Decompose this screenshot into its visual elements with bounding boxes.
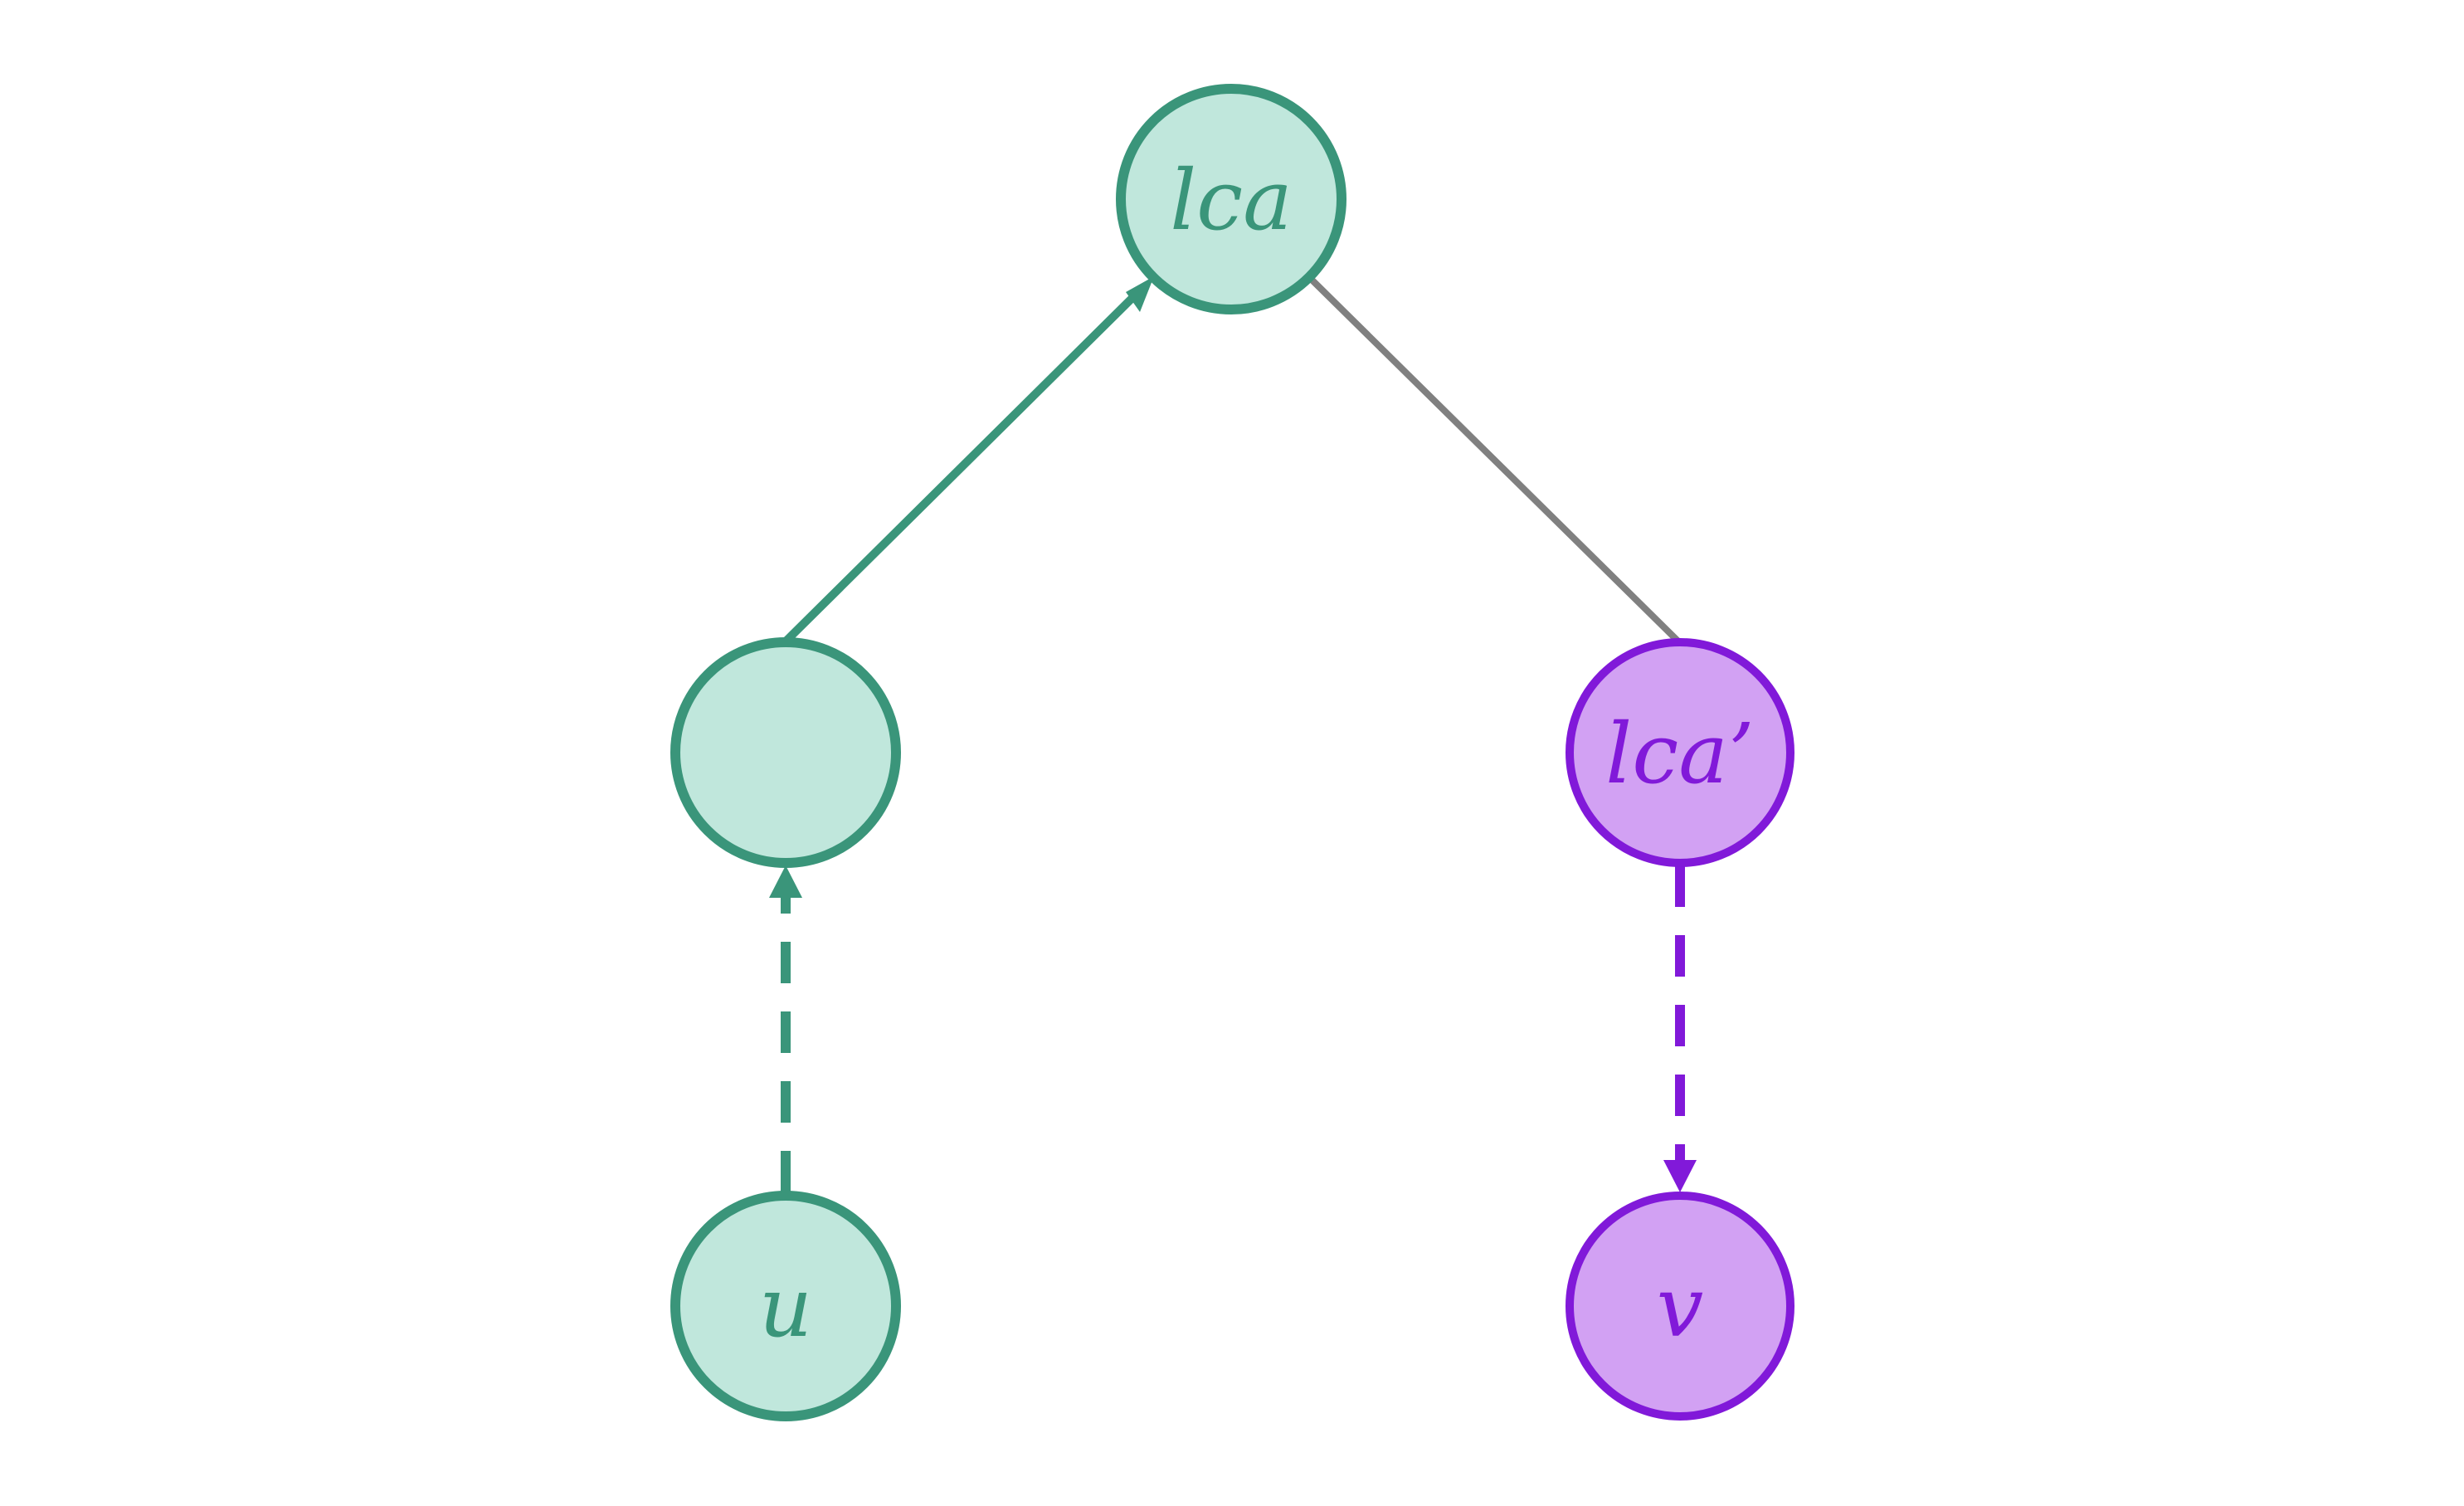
node-lca-label: lca: [1170, 152, 1293, 249]
node-v: v: [1566, 1192, 1794, 1421]
arrowhead-mid-left: [769, 865, 802, 898]
node-v-label: v: [1657, 1259, 1704, 1356]
node-lca-prime: lca’: [1566, 638, 1794, 867]
node-u: u: [670, 1191, 901, 1421]
node-mid-left: [670, 637, 901, 868]
arrowhead-v: [1663, 1160, 1697, 1192]
edge-mid-left-to-lca: [782, 285, 1145, 645]
arrowhead-lca: [1126, 276, 1154, 312]
edge-lca-to-lca-prime: [1310, 278, 1681, 644]
node-lca-prime-label: lca’: [1605, 705, 1754, 802]
node-lca: lca: [1116, 84, 1346, 314]
node-u-label: u: [759, 1259, 812, 1356]
